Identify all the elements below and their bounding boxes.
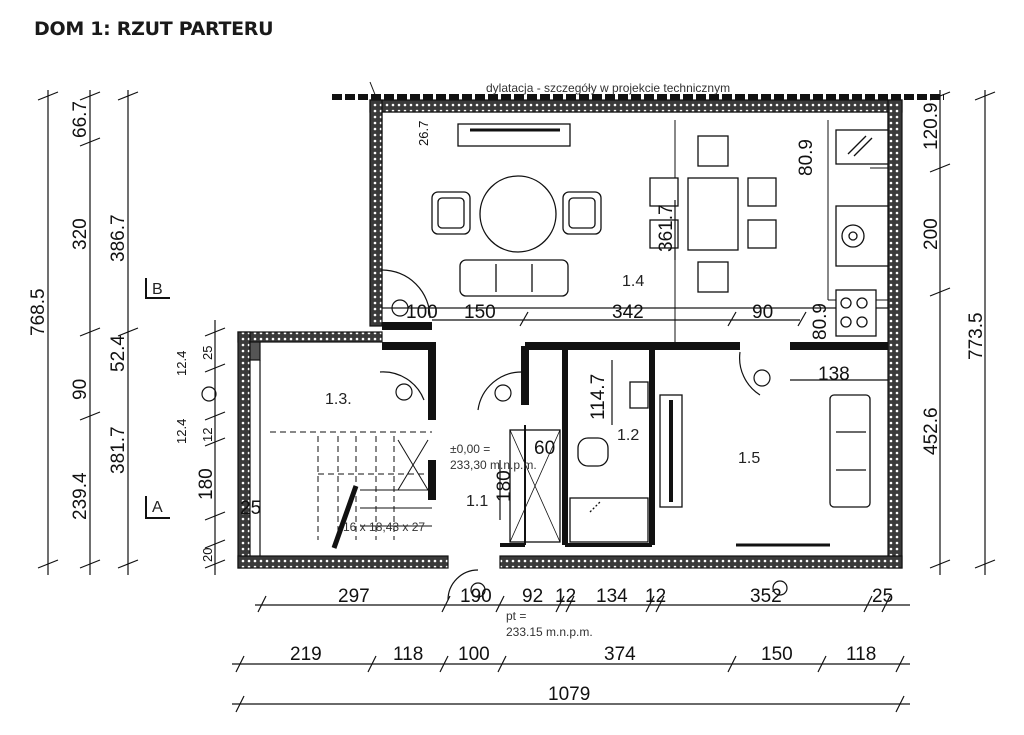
dim-25-right: 25: [872, 586, 893, 607]
dilatation-note: dylatacja - szczegóły w projekcie techni…: [486, 81, 730, 95]
dim-361-7: 361.7: [656, 204, 677, 252]
room-1-3: 1.3.: [325, 391, 352, 408]
room-1-2: 1.2: [617, 427, 639, 444]
dim-342: 342: [612, 302, 644, 323]
dim-134: 134: [596, 586, 628, 607]
dim-left-outer: 768.5: [28, 288, 49, 336]
title-dom: DOM 1: [34, 18, 104, 40]
pt-label: pt =: [506, 609, 526, 623]
dim-26-7: 26.7: [416, 121, 431, 146]
section-a-label: A: [152, 499, 163, 516]
level-elevation: 233,30 m.n.p.m.: [450, 458, 537, 472]
level-zero: ±0,00 =: [450, 442, 490, 456]
dim-20: 20: [200, 548, 215, 562]
furniture: [431, 123, 889, 543]
section-markers: [145, 278, 170, 519]
dining-table: [687, 177, 739, 251]
inner-walls: [259, 111, 889, 556]
dim-374: 374: [604, 644, 636, 665]
dim-381-7: 381.7: [108, 426, 129, 474]
page-title: DOM 1: RZUT PARTERU: [34, 18, 274, 40]
dim-219: 219: [290, 644, 322, 665]
dim-118b: 118: [846, 644, 876, 665]
dim-114-7: 114.7: [588, 374, 609, 420]
dim-92: 92: [522, 586, 543, 607]
dim-320: 320: [70, 218, 91, 250]
dim-138: 138: [818, 364, 850, 385]
dim-12a: 12: [555, 586, 576, 607]
dim-60: 60: [534, 438, 555, 459]
stairs: [270, 431, 432, 549]
dim-239-4: 239.4: [70, 472, 91, 520]
stairs-spec: 16 x 18,43 x 27: [343, 520, 425, 534]
dim-190: 190: [460, 586, 492, 607]
room-1-5: 1.5: [738, 450, 760, 467]
dim-90-left: 90: [70, 379, 91, 400]
dim-100: 100: [458, 644, 490, 665]
dim-100-int: 100: [406, 302, 438, 323]
dim-66-7: 66.7: [70, 101, 91, 138]
doors: [201, 269, 788, 601]
dim-25b: 25: [240, 498, 261, 519]
dimension-lines: [37, 90, 996, 713]
dim-12b: 12: [645, 586, 666, 607]
labels: dylatacja - szczegóły w projekcie techni…: [28, 81, 987, 705]
dim-180-int: 180: [494, 470, 515, 502]
dim-12-4b: 12.4: [174, 419, 189, 444]
dim-12-4a: 12.4: [174, 351, 189, 376]
dim-90-int: 90: [752, 302, 773, 323]
dim-150-int: 150: [464, 302, 496, 323]
dim-80-9b: 80.9: [810, 303, 831, 340]
section-b-label: B: [152, 281, 163, 298]
round-table: [479, 175, 557, 253]
dim-total: 1079: [548, 684, 590, 705]
dim-150: 150: [761, 644, 793, 665]
pt-elevation: 233.15 m.n.p.m.: [506, 625, 593, 639]
title-rest: : RZUT PARTERU: [103, 18, 274, 40]
dim-52-4: 52.4: [108, 335, 129, 372]
dim-180-left: 180: [196, 468, 217, 500]
dim-25a: 25: [200, 346, 215, 360]
sofa-living: [459, 259, 569, 297]
dim-80-9a: 80.9: [796, 139, 817, 176]
room-1-1: 1.1: [466, 493, 488, 510]
dim-118a: 118: [393, 644, 423, 665]
dim-120-9: 120.9: [921, 102, 942, 150]
dim-297: 297: [338, 586, 370, 607]
sofa-room-15: [829, 394, 871, 508]
dim-352: 352: [750, 586, 782, 607]
dim-200: 200: [921, 218, 942, 250]
dim-452-6: 452.6: [921, 407, 942, 455]
dim-right-outer: 773.5: [966, 312, 987, 360]
dim-386-7: 386.7: [108, 214, 129, 262]
walls: [237, 99, 903, 569]
dim-12: 12: [200, 428, 215, 442]
room-1-4: 1.4: [622, 273, 644, 290]
